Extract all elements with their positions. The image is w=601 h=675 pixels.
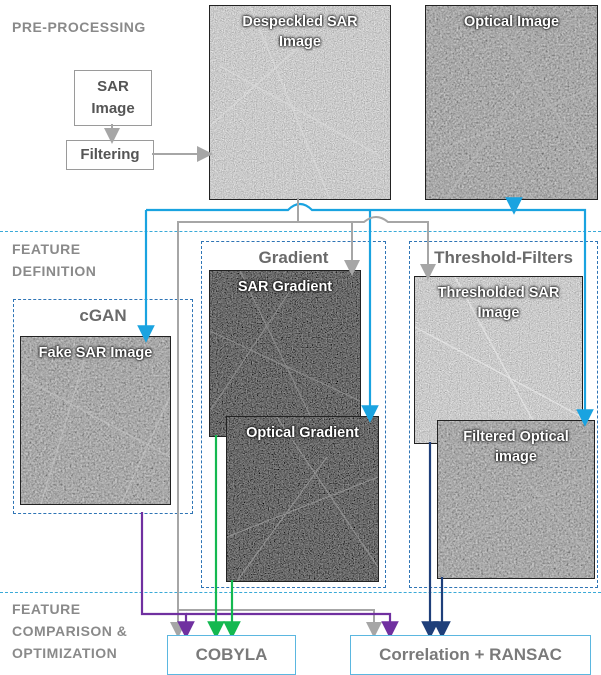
wire-gray-to-correlation xyxy=(178,609,382,638)
section-label-feature-definition: FEATURE DEFINITION xyxy=(12,241,97,279)
section-label-feature-comparison: FEATURE COMPARISON & OPTIMIZATION xyxy=(12,601,128,661)
wire-purple-right xyxy=(186,612,399,639)
filtered-optical-caption: Filtered Optical image xyxy=(463,429,569,465)
sar-gradient-caption: SAR Gradient xyxy=(237,279,333,295)
optical-gradient-image: Optical Gradient xyxy=(226,416,379,582)
optical-image: Optical Image xyxy=(425,5,598,200)
cobyla-box: COBYLA xyxy=(167,635,296,675)
section-label-preprocessing: PRE-PROCESSING xyxy=(12,19,146,35)
sar-gradient-image: SAR Gradient xyxy=(209,270,361,437)
optical-image-caption: Optical Image xyxy=(463,14,560,30)
separator-feature-definition xyxy=(0,592,601,593)
sar-image-box: SAR Image xyxy=(74,70,152,126)
correlation-ransac-box: Correlation + RANSAC xyxy=(350,635,591,675)
thresholded-sar-image: Thresholded SAR Image xyxy=(414,276,583,444)
threshold-group-title: Threshold-Filters xyxy=(434,248,573,267)
despeckled-sar-image: Despeckled SAR Image xyxy=(209,5,391,200)
fake-sar-image: Fake SAR Image xyxy=(20,336,171,505)
thresholded-sar-caption: Thresholded SAR Image xyxy=(437,285,560,321)
fake-sar-caption: Fake SAR Image xyxy=(38,345,153,361)
separator-preprocessing xyxy=(0,231,601,232)
cgan-group-title: cGAN xyxy=(79,306,127,325)
wire-purple xyxy=(140,512,195,639)
filtered-optical-image: Filtered Optical image xyxy=(437,420,595,579)
despeckled-sar-caption: Despeckled SAR Image xyxy=(242,14,358,50)
optical-gradient-caption: Optical Gradient xyxy=(246,425,359,441)
filtering-box: Filtering xyxy=(66,140,154,170)
gradient-group-title: Gradient xyxy=(258,248,329,267)
